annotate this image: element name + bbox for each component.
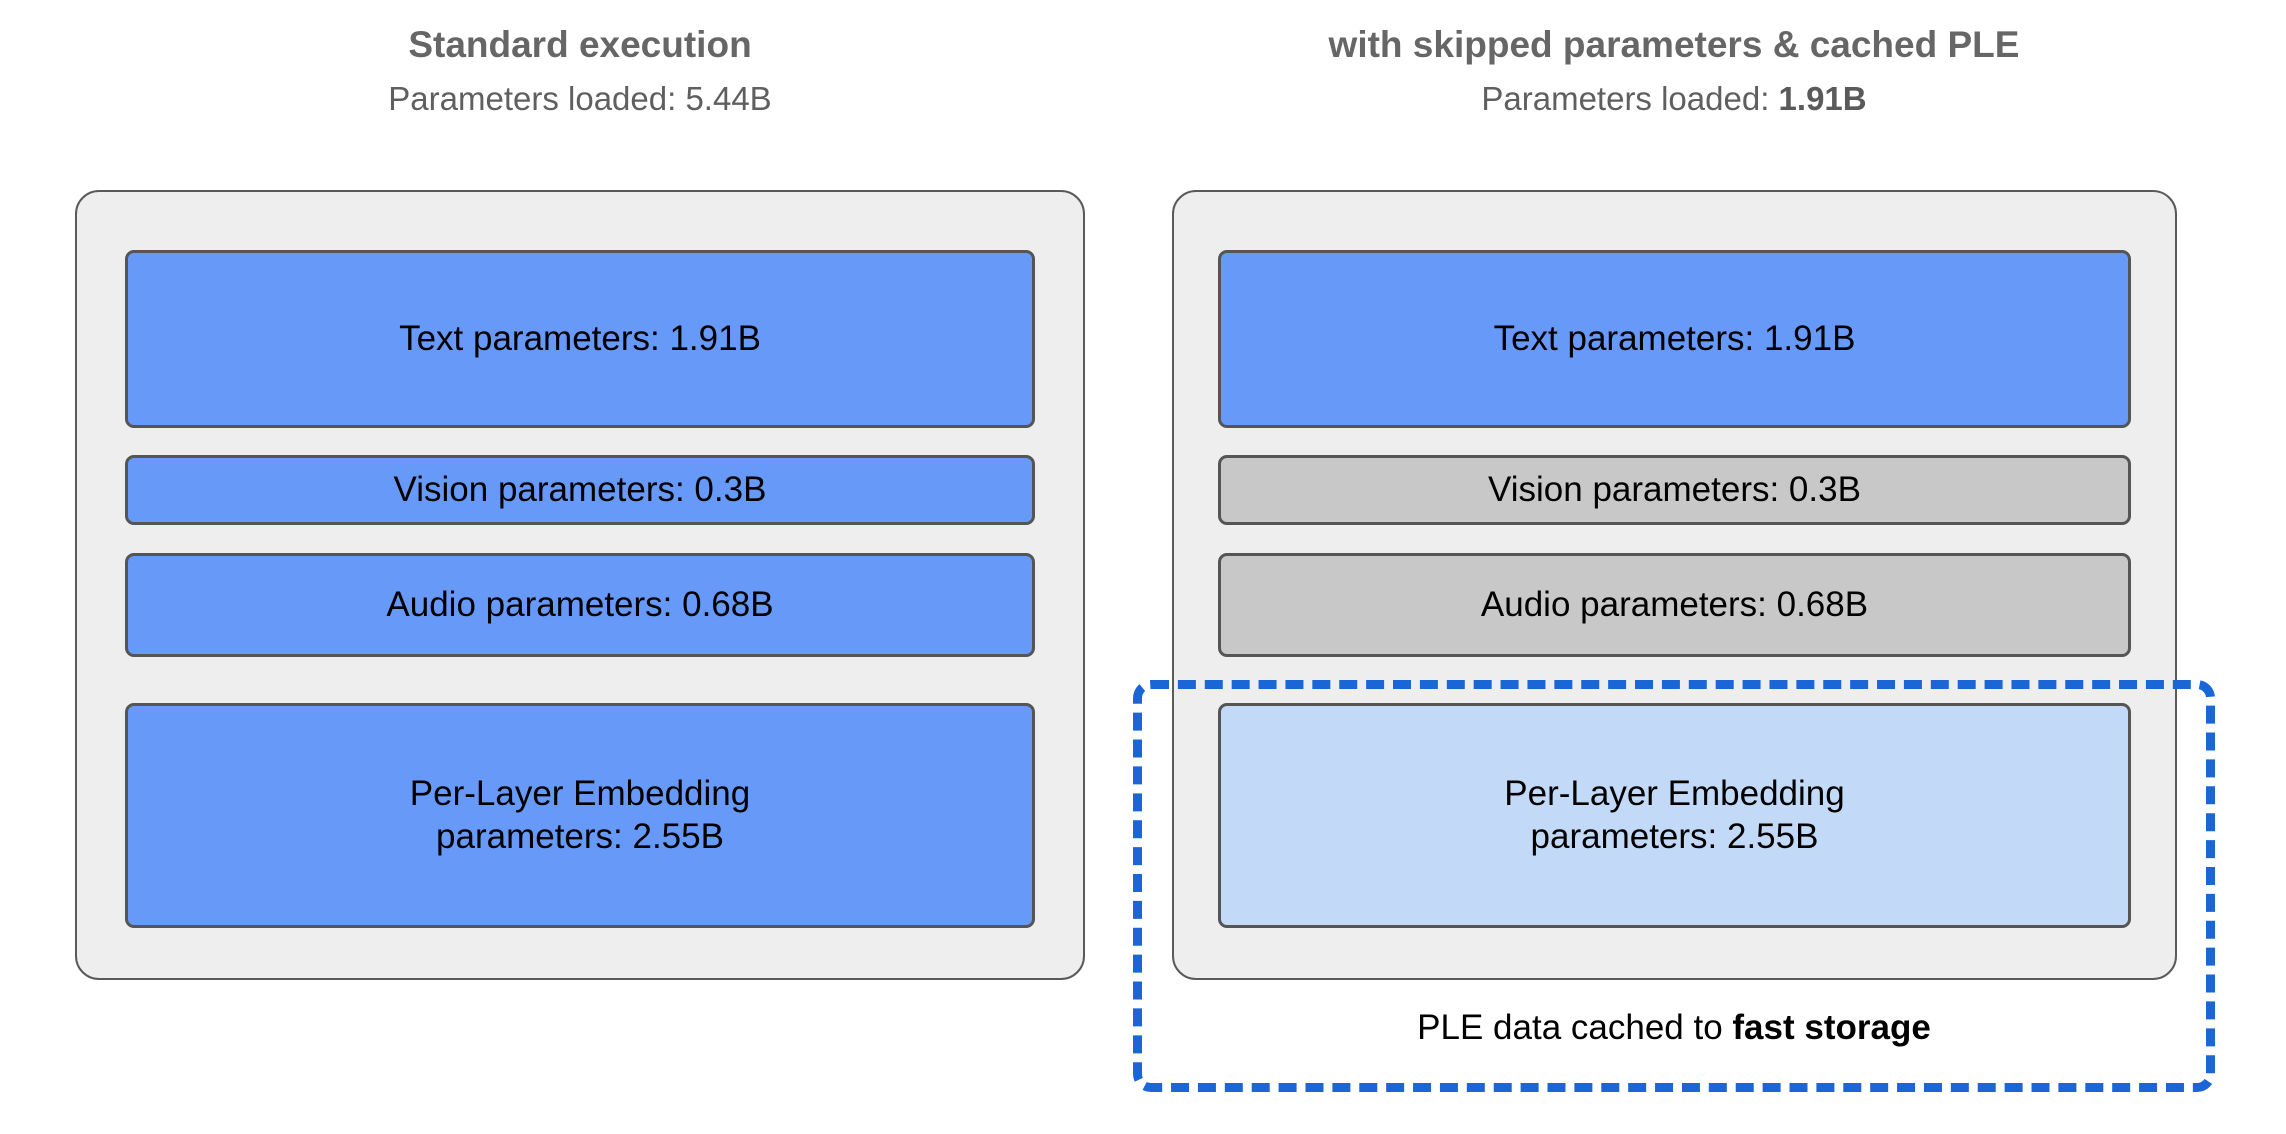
optimized-ple-line2: parameters: 2.55B	[1530, 816, 1819, 856]
standard-ple-parameters-block[interactable]: Per-Layer Embedding parameters: 2.55B	[125, 703, 1035, 928]
left-subtitle-prefix: Parameters loaded:	[388, 80, 686, 117]
optimized-vision-parameters-block[interactable]: Vision parameters: 0.3B	[1218, 455, 2131, 525]
left-column-title: Standard execution	[408, 24, 752, 65]
standard-vision-parameters-block[interactable]: Vision parameters: 0.3B	[125, 455, 1035, 525]
cache-caption: PLE data cached to fast storage	[1133, 1010, 2215, 1045]
standard-text-parameters-block[interactable]: Text parameters: 1.91B	[125, 250, 1035, 428]
cache-caption-strong: fast storage	[1732, 1008, 1931, 1047]
left-column-subtitle: Parameters loaded: 5.44B	[75, 82, 1085, 115]
right-subtitle-value: 1.91B	[1778, 80, 1867, 117]
right-subtitle-prefix: Parameters loaded:	[1481, 80, 1779, 117]
standard-ple-line1: Per-Layer Embedding	[409, 773, 751, 813]
optimized-text-parameters-block[interactable]: Text parameters: 1.91B	[1218, 250, 2131, 428]
right-column-subtitle: Parameters loaded: 1.91B	[1133, 82, 2215, 115]
cache-caption-prefix: PLE data cached to	[1417, 1008, 1733, 1047]
right-column-title: with skipped parameters & cached PLE	[1328, 24, 2020, 65]
left-subtitle-value: 5.44B	[685, 80, 772, 117]
optimized-ple-line1: Per-Layer Embedding	[1504, 773, 1845, 813]
standard-audio-parameters-block[interactable]: Audio parameters: 0.68B	[125, 553, 1035, 657]
optimized-ple-parameters-block[interactable]: Per-Layer Embedding parameters: 2.55B	[1218, 703, 2131, 928]
standard-ple-line2: parameters: 2.55B	[436, 816, 724, 856]
optimized-audio-parameters-block[interactable]: Audio parameters: 0.68B	[1218, 553, 2131, 657]
